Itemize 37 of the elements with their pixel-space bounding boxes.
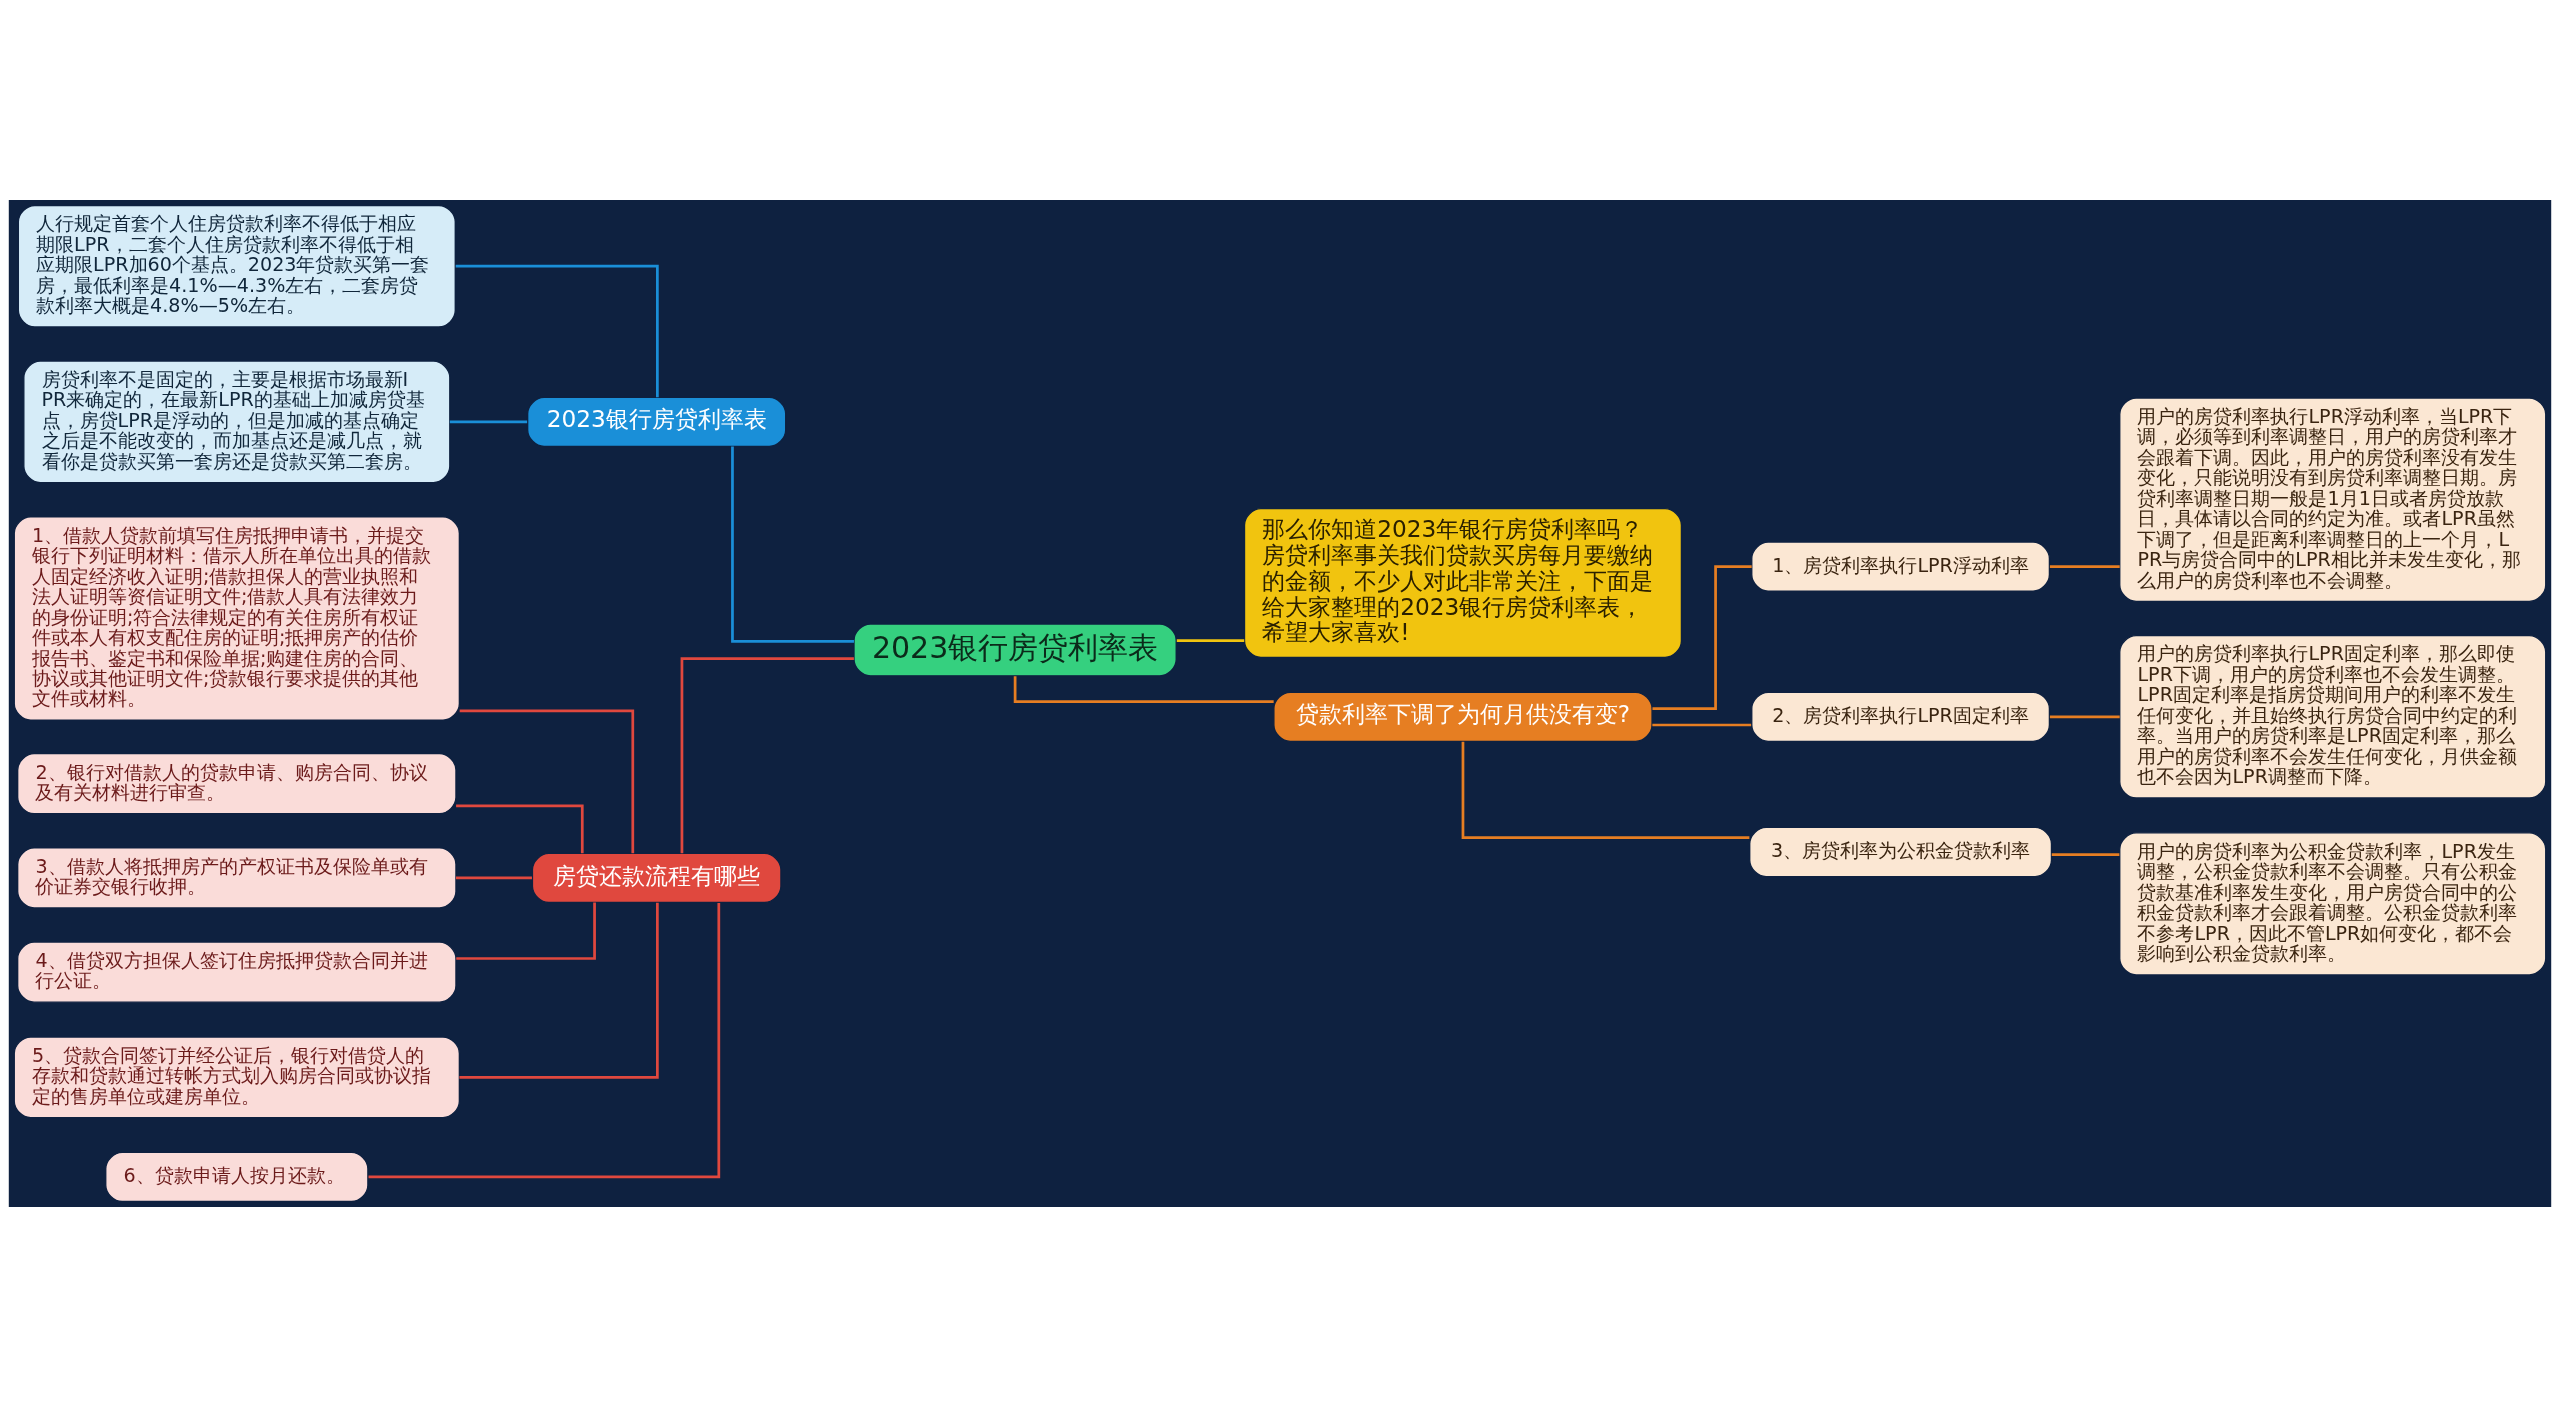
node-box: 1、借款人贷款前填写住房抵押申请书，并提交银行下列证明材料：借示人所在单位出具的借款人固定经济收入证明;借款担保人的营业执照和法人证明等资信证明文件;借款人具有法律效力的身份证明;符合法律规定的有关住房所有权证件或本人有权支配住房的证明;抵押房产的估价报告书、鉴定书和保险单据;购建住房的合同、协议或其他证明文件;贷款银行要求提供的其他文件或材料。	[13, 515, 461, 721]
node-box: 2、房贷利率执行LPR固定利率	[1751, 691, 2051, 742]
node-box: 5、贷款合同签订并经公证后，银行对借贷人的存款和贷款通过转帐方式划入购房合同或协议指定的售房单位或建房单位。	[13, 1035, 461, 1118]
node-box: 4、借贷双方担保人签订住房抵押贷款合同并进行公证。	[17, 940, 457, 1003]
node-box: 那么你知道2023年银行房贷利率吗？房贷利率事关我们贷款买房每月要缴纳的金额，不少人对此非常关注，下面是给大家整理的2023银行房贷利率表，希望大家喜欢!	[1243, 507, 1683, 658]
connector	[1013, 675, 1274, 703]
connector	[2049, 564, 2120, 568]
connector	[2051, 852, 2120, 856]
connector	[1652, 564, 1752, 710]
node-box: 用户的房贷利率执行LPR固定利率，那么即使LPR下调，用户的房贷利率也不会发生调整。LPR固定利率是指房贷期间用户的利率不发生任何变化，并且始终执行房贷合同中约定的利率。当用户的房贷利率是LPR固定利率，那么用户的房贷利率不会发生任何变化，月供金额也不会因为LPR调整而下降。	[2119, 634, 2547, 799]
connector	[456, 804, 584, 853]
connector	[1461, 741, 1750, 839]
node-box: 房贷利率不是固定的，主要是根据市场最新IPR来确定的，在最新LPR的基础上加减房贷基点，房贷LPR是浮动的，但是加减的基点确定之后是不能改变的，而加基点还是减几点，就看你是贷款买第一套房还是贷款买第二套房。	[23, 359, 451, 483]
node-box: 贷款利率下调了为何月供没有变?	[1273, 691, 1653, 742]
connector	[680, 656, 854, 853]
node-box: 人行规定首套个人住房贷款利率不得低于相应期限LPR，二套个人住房贷款利率不得低于相应期限LPR加60个基点。2023年贷款买第一套房，最低利率是4.1%—4.3%左右，二套房贷款利率大概是4.8%—5%左右。	[17, 204, 456, 328]
connector	[731, 446, 854, 643]
connector	[459, 902, 659, 1079]
node-box: 3、房贷利率为公积金贷款利率	[1749, 826, 2053, 877]
node-box: 2023银行房贷利率表	[853, 622, 1177, 677]
node-box: 6、贷款申请人按月还款。	[105, 1151, 369, 1202]
connector	[455, 876, 532, 879]
connector	[1652, 723, 1752, 726]
connector	[449, 420, 528, 423]
node-box: 2、银行对借款人的贷款申请、购房合同、协议及有关材料进行审查。	[17, 752, 457, 814]
node-box: 3、借款人将抵押房产的产权证书及保险单或有价证券交银行收押。	[17, 846, 457, 909]
node-box: 1、房贷利率执行LPR浮动利率	[1751, 540, 2051, 592]
connector	[2049, 714, 2120, 718]
node-box: 用户的房贷利率执行LPR浮动利率，当LPR下调，必须等到利率调整日，用户的房贷利率才会跟着下调。因此，用户的房贷利率没有发生变化，只能说明没有到房贷利率调整日期。房贷利率调整日期一般是1月1日或者房贷放款日，具体请以合同的约定为准。或者LPR虽然下调了，但是距离利率调整日的上一个月，LPR与房贷合同中的LPR相比并未发生变化，那么用户的房贷利率也不会调整。	[2119, 396, 2547, 602]
connector	[455, 264, 659, 397]
connector	[459, 709, 635, 853]
node-box: 房贷还款流程有哪些	[531, 852, 782, 903]
node-box: 2023银行房贷利率表	[526, 396, 787, 447]
connector	[1176, 638, 1245, 642]
node-box: 用户的房贷利率为公积金贷款利率，LPR发生调整，公积金贷款利率不会调整。只有公积金贷款基准利率发生变化，用户房贷合同中的公积金贷款利率才会跟着调整。公积金贷款利率不参考LPR，因此不管LPR如何变化，都不会影响到公积金贷款利率。	[2119, 831, 2547, 976]
connector	[456, 902, 596, 960]
connector	[368, 902, 721, 1178]
